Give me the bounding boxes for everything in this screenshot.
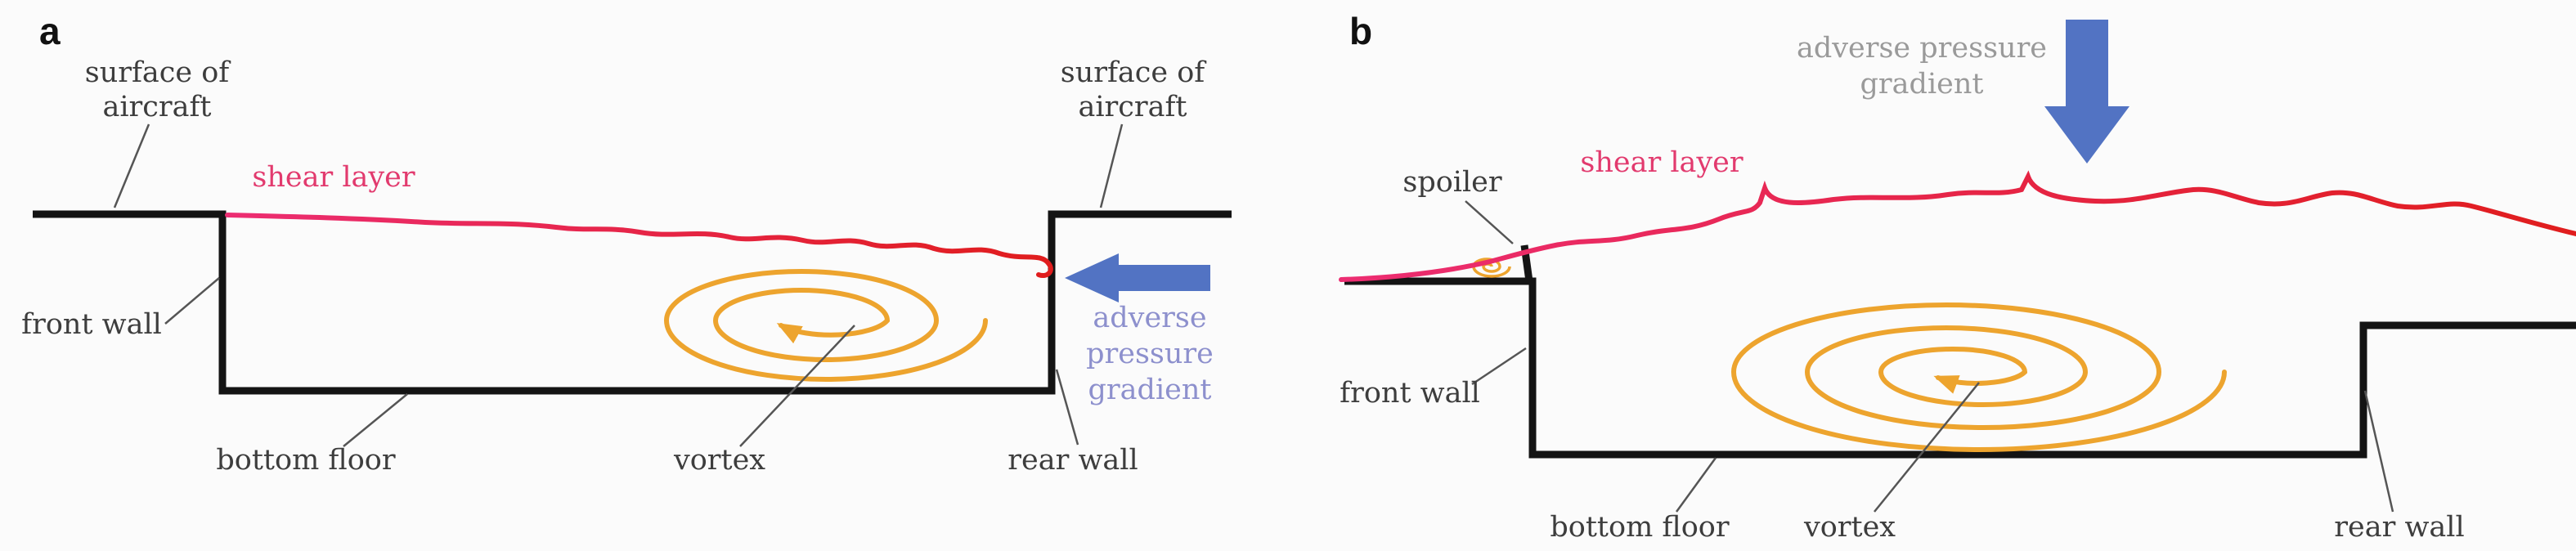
- label-adverse-a-line2: pressure: [1086, 338, 1214, 370]
- pointer-vortex-a: [739, 325, 855, 447]
- label-surface-left-a-line1: surface of: [85, 56, 232, 89]
- label-front-wall-a: front wall: [21, 308, 162, 341]
- pointer-bottom-floor-a: [343, 393, 408, 447]
- pointer-spoiler-b: [1465, 200, 1514, 244]
- label-adverse-a-line3: gradient: [1088, 374, 1212, 406]
- label-adverse-b-line2: gradient: [1860, 68, 1984, 101]
- pointer-surface-right-a: [1099, 123, 1124, 208]
- pointer-lines-a: [113, 123, 1124, 447]
- pointer-vortex-b: [1874, 382, 1980, 513]
- label-rear-wall-b: rear wall: [2334, 511, 2464, 544]
- label-shear-layer-a: shear layer: [252, 161, 415, 194]
- label-bottom-floor-b: bottom floor: [1550, 511, 1729, 544]
- adverse-pressure-arrow-down: [2044, 20, 2129, 164]
- vortex-spiral-a: [663, 269, 988, 382]
- label-adverse-a-line1: adverse: [1093, 302, 1206, 334]
- cavity-outline-a: [33, 210, 1232, 395]
- pointer-lines-b: [1465, 200, 2394, 513]
- adverse-pressure-arrow-left: [1065, 253, 1210, 302]
- panel-tag-b: b: [1349, 10, 1372, 52]
- pointer-surface-left-a: [113, 123, 150, 208]
- label-adverse-b-line1: adverse pressure: [1797, 32, 2047, 65]
- label-shear-layer-b: shear layer: [1580, 146, 1743, 179]
- label-rear-wall-a: rear wall: [1008, 444, 1138, 477]
- pointer-rear-wall-a: [1055, 369, 1079, 446]
- cavity-outline-b: [1344, 277, 2576, 459]
- shear-layer-line-b: [1339, 170, 2576, 282]
- shear-layer-line-a: [225, 213, 1053, 278]
- pointer-bottom-floor-b: [1675, 457, 1717, 513]
- panel-b: b adverse pressure gradient spoiler fron…: [1339, 10, 2576, 544]
- pointer-front-wall-b: [1471, 347, 1527, 386]
- pointer-front-wall-a: [164, 277, 220, 325]
- pointer-rear-wall-b: [2363, 390, 2394, 513]
- label-surface-left-a-line2: aircraft: [102, 91, 211, 123]
- labels-b: spoiler front wall bottom floor vortex r…: [1340, 166, 2465, 544]
- label-surface-right-a-line2: aircraft: [1078, 91, 1187, 123]
- vortex-spiral-b: [1730, 302, 2227, 452]
- label-vortex-a: vortex: [673, 444, 765, 477]
- label-vortex-b: vortex: [1803, 511, 1896, 544]
- panel-tag-a: a: [39, 10, 61, 52]
- label-spoiler-b: spoiler: [1402, 166, 1502, 199]
- label-bottom-floor-a: bottom floor: [216, 444, 395, 477]
- label-adverse-b: adverse pressure gradient: [1797, 32, 2047, 101]
- label-surface-right-a-line1: surface of: [1061, 56, 1208, 89]
- labels-a: surface of aircraft front wall bottom fl…: [21, 56, 1207, 477]
- label-front-wall-b: front wall: [1340, 377, 1480, 410]
- label-adverse-a: adverse pressure gradient: [1086, 302, 1214, 406]
- panel-a: a surface of aircraft front wall bottom …: [21, 10, 1232, 477]
